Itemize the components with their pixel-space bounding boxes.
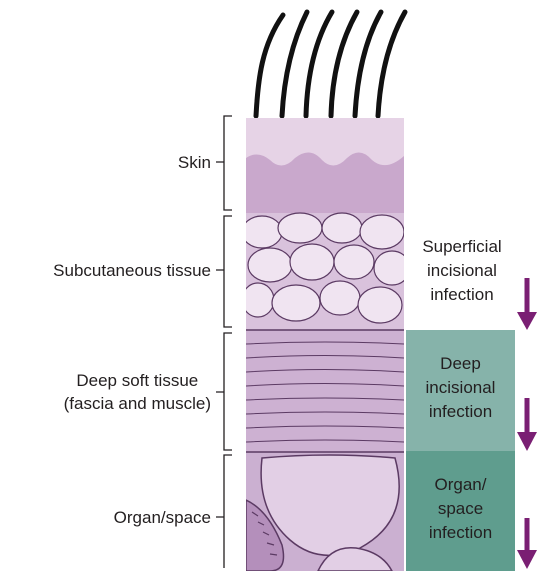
hair-strand	[331, 12, 357, 116]
subcutaneous-label: Subcutaneous tissue	[53, 259, 211, 282]
zone-label-line: incisional	[404, 259, 520, 283]
organ-arrow-icon	[517, 518, 537, 569]
subcutaneous-bracket	[216, 216, 232, 327]
deep-bracket	[216, 333, 232, 450]
hair-strand	[256, 15, 283, 116]
zone-label-line: Organ/	[406, 473, 515, 497]
zone-label-line: space	[406, 497, 515, 521]
zone-label-line: Superficial	[404, 235, 520, 259]
deep-tissue-label: Deep soft tissue (fascia and muscle)	[64, 369, 211, 415]
hair-group	[256, 12, 405, 116]
zone-label-line: Deep	[406, 352, 515, 376]
skin-label: Skin	[178, 151, 211, 174]
hair-strand	[378, 12, 405, 116]
deep-tissue-label-line2: (fascia and muscle)	[64, 392, 211, 415]
skin-bracket	[216, 116, 232, 210]
deep-tissue-label-line1: Deep soft tissue	[64, 369, 211, 392]
superficial-arrow-icon	[517, 278, 537, 330]
fat-lobules	[242, 213, 410, 323]
muscle-layer	[246, 330, 404, 452]
deep-infection-label: Deep incisional infection	[406, 352, 515, 424]
deep-arrow-icon	[517, 398, 537, 451]
superficial-infection-label: Superficial incisional infection	[404, 235, 520, 307]
organ-bracket	[216, 455, 232, 568]
layer-brackets	[216, 116, 232, 568]
hair-strand	[282, 12, 307, 116]
zone-label-line: infection	[406, 521, 515, 545]
zone-label-line: infection	[406, 400, 515, 424]
organ-space-label: Organ/space	[114, 506, 211, 529]
zone-label-line: infection	[404, 283, 520, 307]
organ-space-infection-label: Organ/ space infection	[406, 473, 515, 545]
hair-strand	[306, 12, 332, 116]
zone-label-line: incisional	[406, 376, 515, 400]
arrows	[517, 278, 537, 569]
